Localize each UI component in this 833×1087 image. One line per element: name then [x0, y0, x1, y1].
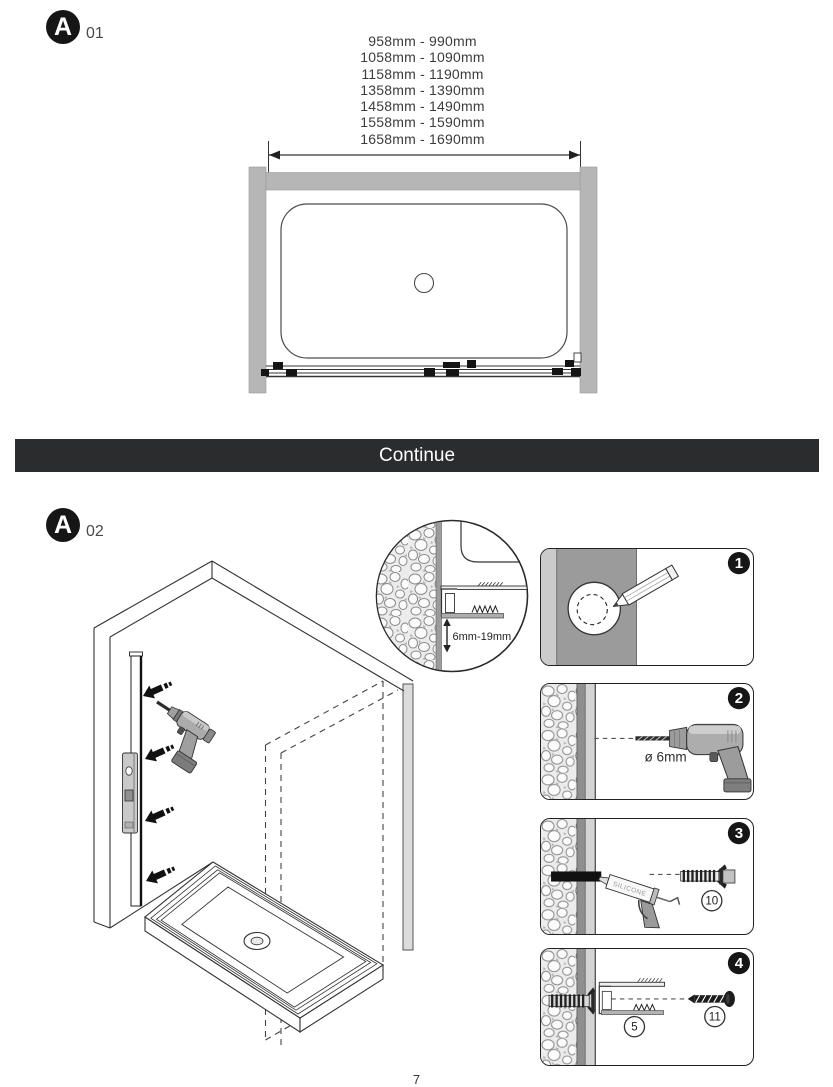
section-a01-badge: A	[46, 10, 80, 44]
step-3-number: 3	[735, 825, 743, 842]
marked-hole-circle	[576, 593, 608, 626]
step-1-number: 1	[735, 555, 743, 572]
size-option: 1658mm - 1690mm	[360, 130, 485, 147]
step-panel-3: SILICONE 10 3	[540, 818, 754, 935]
drain-circle	[413, 272, 435, 294]
profile-bracket	[122, 752, 138, 834]
part-ref-11: 11	[704, 1005, 726, 1028]
wall-layer-light	[585, 684, 596, 799]
width-dimension-arrow	[269, 150, 580, 160]
step-1-badge: 1	[727, 552, 750, 575]
wall-detail-callout: 6mm-19mm	[375, 519, 529, 673]
step-1-illustration: 1	[541, 549, 750, 665]
installation-drawing	[93, 560, 414, 1047]
step-4-illustration: 5 11 4	[541, 949, 750, 1065]
wall-section-texture	[541, 949, 578, 1065]
step-4-number: 4	[735, 955, 744, 972]
step-3-illustration: SILICONE 10 3	[541, 819, 750, 934]
rail-end-cap	[573, 352, 582, 363]
rail-hardware	[261, 360, 581, 376]
size-options-list: 958mm - 990mm 1058mm - 1090mm 1158mm - 1…	[280, 33, 565, 147]
part-ref-5: 5	[623, 1015, 646, 1038]
silicone-gun-icon: SILICONE	[598, 874, 681, 929]
wall-plug-icon	[680, 864, 736, 889]
drill-icon	[635, 723, 752, 793]
seal-spring	[632, 1003, 656, 1012]
step-3-badge: 3	[727, 822, 750, 845]
size-option: 1458mm - 1490mm	[360, 98, 485, 115]
wall-edge-strip	[541, 549, 558, 665]
left-wall-profile	[248, 166, 267, 394]
fixing-arrows	[143, 681, 176, 884]
section-a02-letter: A	[53, 510, 73, 539]
inserted-wall-plug	[548, 987, 596, 1015]
section-a01-letter: A	[53, 12, 73, 41]
size-option: 958mm - 990mm	[368, 33, 477, 49]
wall-section-texture	[541, 684, 578, 799]
section-a01-header: A 01	[46, 10, 104, 44]
gap-dimension-arrow	[443, 618, 451, 653]
step-panel-2: ø 6mm 2	[540, 683, 754, 800]
wall-surface-strip	[435, 521, 442, 671]
drill-bit-spiral	[637, 736, 667, 741]
drilled-hole	[551, 871, 602, 882]
wall-layer-dark	[577, 949, 586, 1065]
part-ref-10-label: 10	[705, 896, 718, 908]
walls	[93, 560, 414, 929]
seal-spring	[471, 604, 499, 614]
marking-spot	[567, 581, 622, 636]
size-option: 1558mm - 1590mm	[360, 114, 485, 131]
step-panel-1: 1	[540, 548, 754, 666]
right-wall-edge	[402, 683, 414, 951]
pencil-icon	[612, 564, 680, 607]
bottom-rails	[266, 365, 580, 378]
drill-icon	[156, 700, 216, 774]
section-a02-badge: A	[46, 508, 80, 542]
right-wall-profile	[579, 166, 598, 394]
profile-cross-section	[598, 978, 666, 1015]
top-header-rail	[265, 172, 581, 191]
plan-view-drawing	[248, 141, 598, 394]
step-2-badge: 2	[727, 687, 750, 710]
part-ref-11-label: 11	[709, 1012, 721, 1024]
size-option: 1358mm - 1390mm	[360, 81, 485, 98]
section-a02-number: 02	[86, 523, 104, 540]
screw-icon	[687, 990, 735, 1007]
part-ref-10: 10	[701, 889, 723, 912]
step-4-badge: 4	[727, 952, 750, 975]
continue-banner: Continue	[15, 439, 819, 472]
profile-cross-section	[440, 581, 527, 619]
wall-layer-light	[585, 949, 596, 1065]
section-a02-header: A 02	[46, 508, 104, 542]
gap-range-label: 6mm-19mm	[453, 631, 512, 643]
step-2-number: 2	[735, 690, 743, 707]
panel-corner-line	[460, 521, 527, 563]
part-ref-5-label: 5	[631, 1022, 637, 1034]
wall-section-texture	[377, 521, 436, 671]
size-option: 1158mm - 1190mm	[361, 65, 484, 82]
shower-tray-iso	[144, 861, 385, 1034]
page-number: 7	[412, 1072, 421, 1087]
step-panel-4: 5 11 4	[540, 948, 754, 1066]
section-a01-number: 01	[86, 25, 104, 42]
step-2-illustration: ø 6mm 2	[541, 684, 752, 799]
drill-diameter-label: ø 6mm	[645, 750, 687, 765]
continue-banner-label: Continue	[378, 444, 456, 466]
wall-layer-dark	[577, 684, 586, 799]
size-option: 1058mm - 1090mm	[360, 49, 485, 66]
